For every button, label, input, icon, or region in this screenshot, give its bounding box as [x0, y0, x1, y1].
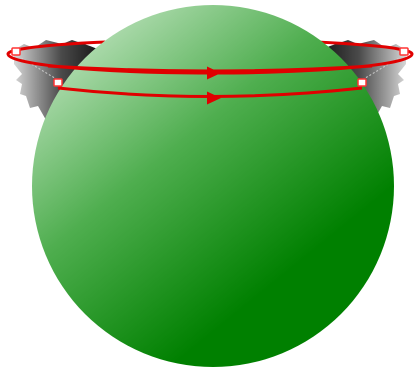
- left-inner-marker: [54, 79, 62, 86]
- green-sphere: [32, 5, 394, 367]
- right-outer-marker: [400, 48, 408, 55]
- left-outer-marker: [12, 48, 20, 55]
- right-inner-marker: [358, 79, 366, 86]
